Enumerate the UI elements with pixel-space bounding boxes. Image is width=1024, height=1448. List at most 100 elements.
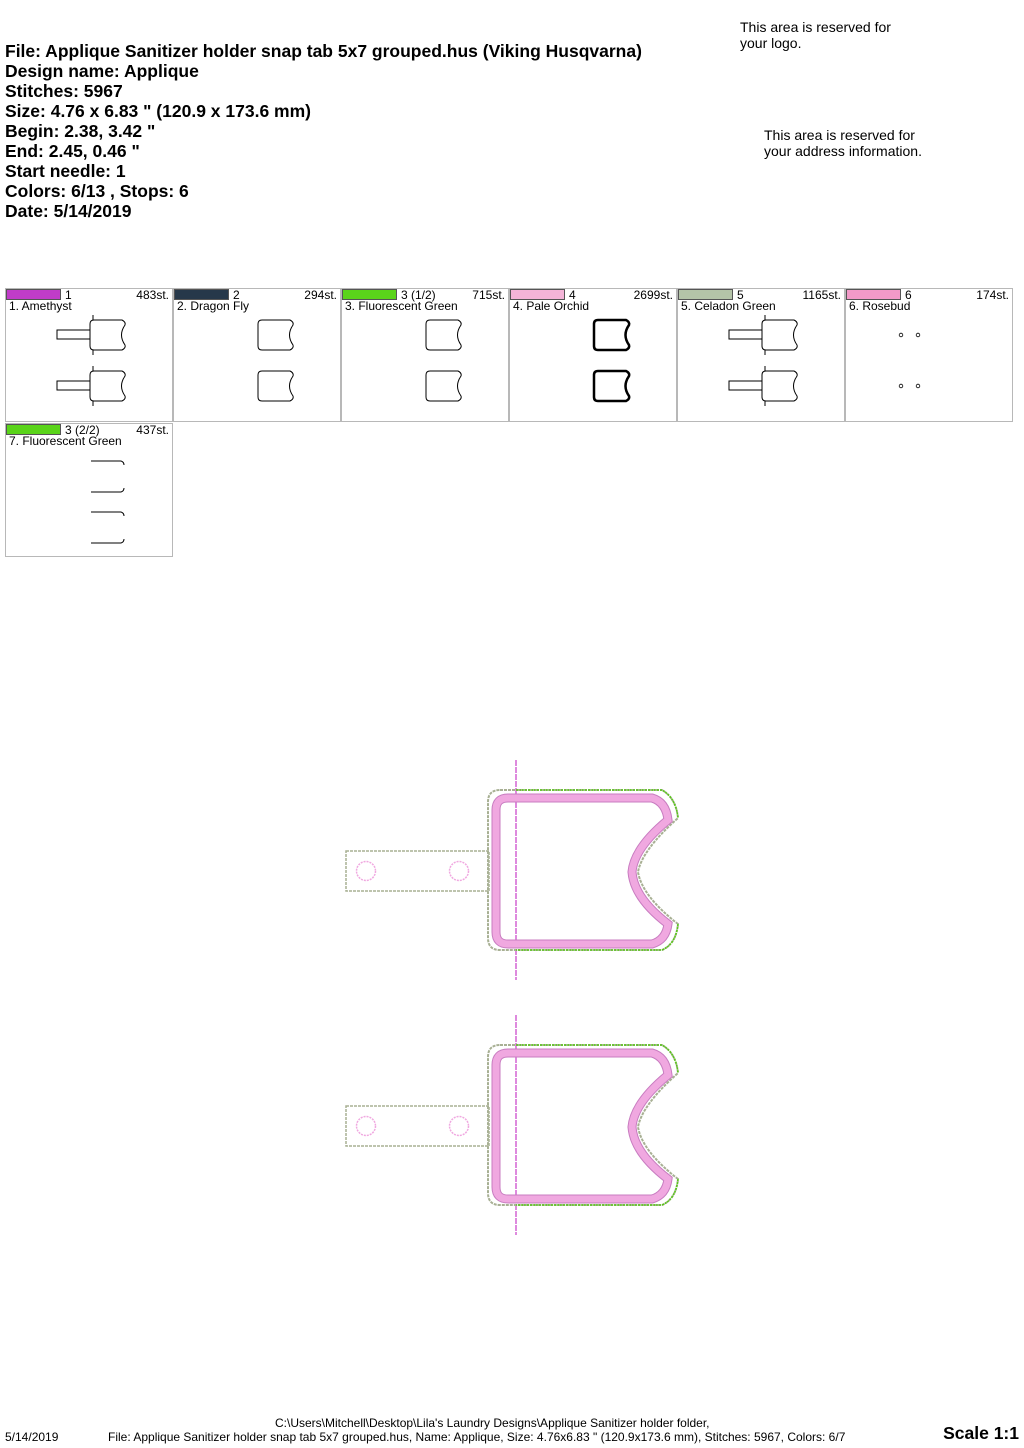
color-thumbnail xyxy=(56,315,126,406)
color-name: 5. Celadon Green xyxy=(681,299,776,313)
thumb-edge-line xyxy=(91,487,125,493)
stitches-line: Stitches: 5967 xyxy=(5,81,123,101)
footer-path: C:\Users\Mitchell\Desktop\Lila's Laundry… xyxy=(275,1416,710,1430)
color-number: 3 (1/2) xyxy=(401,288,436,302)
color-number: 2 xyxy=(233,288,240,302)
outer-outline xyxy=(487,1044,680,1206)
thumb-edge-line xyxy=(91,511,125,517)
sanitizer-holder xyxy=(345,760,680,980)
color-thumbnail xyxy=(91,460,125,544)
color-number: 3 (2/2) xyxy=(65,423,100,437)
satin-border xyxy=(492,794,672,948)
snap-circle xyxy=(448,1115,470,1137)
color-name: 3. Fluorescent Green xyxy=(345,299,458,313)
thumb-tab-shape xyxy=(728,329,763,340)
thumb-pocket-shape xyxy=(89,370,126,402)
color-stitch-count: 1165st. xyxy=(802,288,841,302)
color-number: 1 xyxy=(65,288,72,302)
snap-circle xyxy=(448,860,470,882)
bottom-edge-stitch xyxy=(516,1178,679,1206)
color-stitch-count: 437st. xyxy=(136,423,169,437)
top-edge-stitch xyxy=(516,789,679,819)
begin-line: Begin: 2.38, 3.42 " xyxy=(5,121,156,141)
color-name: 6. Rosebud xyxy=(849,299,911,313)
color-swatch xyxy=(510,289,565,300)
thumb-pocket-shape xyxy=(257,370,294,402)
color-name: 1. Amethyst xyxy=(9,299,72,313)
thumb-snap-dot xyxy=(898,332,904,338)
address-note-line-1: This area is reserved for xyxy=(764,127,915,143)
address-note-line-2: your address information. xyxy=(764,143,922,159)
top-edge-stitch xyxy=(516,1044,679,1074)
color-swatch xyxy=(846,289,901,300)
satin-border-shadow xyxy=(491,1048,673,1204)
design-preview xyxy=(345,760,680,1235)
color-stitch-count: 294st. xyxy=(304,288,337,302)
colors-line: Colors: 6/13 , Stops: 6 xyxy=(5,181,189,201)
color-name: 4. Pale Orchid xyxy=(513,299,590,313)
thumb-pocket-shape xyxy=(89,319,126,351)
color-stitch-count: 2699st. xyxy=(633,288,673,302)
thumb-pocket-shape xyxy=(425,370,462,402)
start-needle-line: Start needle: 1 xyxy=(5,161,126,181)
date-line: Date: 5/14/2019 xyxy=(5,201,132,221)
thumb-snap-dot xyxy=(915,332,921,338)
color-thumbnail xyxy=(425,319,462,402)
color-swatch xyxy=(6,424,61,435)
design-info: File: Applique Sanitizer holder snap tab… xyxy=(5,41,642,221)
logo-note-line-2: your logo. xyxy=(740,35,802,51)
color-cell: 6 174st. 6. Rosebud xyxy=(845,288,1013,422)
color-number: 5 xyxy=(737,288,744,302)
color-thumbnail xyxy=(592,318,631,403)
color-swatch xyxy=(174,289,229,300)
address-note: This area is reserved for your address i… xyxy=(764,127,922,159)
thumb-pocket-shape xyxy=(761,370,798,402)
color-thumbnail xyxy=(257,319,294,402)
logo-note-line-1: This area is reserved for xyxy=(740,19,891,35)
snap-tab xyxy=(345,1105,490,1147)
color-swatch xyxy=(678,289,733,300)
scale-label: Scale 1:1 xyxy=(943,1423,1019,1443)
color-number: 4 xyxy=(569,288,576,302)
satin-border-shadow xyxy=(491,793,673,949)
color-number: 6 xyxy=(905,288,912,302)
thumb-pocket-shape xyxy=(592,318,631,352)
size-line: Size: 4.76 x 6.83 " (120.9 x 173.6 mm) xyxy=(5,101,311,121)
footer-summary: File: Applique Sanitizer holder snap tab… xyxy=(108,1430,846,1444)
sanitizer-holder xyxy=(345,1015,680,1235)
thumb-pocket-shape xyxy=(425,319,462,351)
thumb-tab-shape xyxy=(56,380,91,391)
thumb-snap-dot xyxy=(915,383,921,389)
color-thumbnail xyxy=(728,315,798,406)
thumb-edge-line xyxy=(91,460,125,466)
color-cell: 5 1165st. 5. Celadon Green xyxy=(677,288,845,422)
snap-circle xyxy=(355,860,377,882)
thumb-snap-dot xyxy=(898,383,904,389)
file-line: File: Applique Sanitizer holder snap tab… xyxy=(5,41,642,61)
color-cell: 2 294st. 2. Dragon Fly xyxy=(173,288,341,422)
color-thumbnail xyxy=(898,332,921,389)
thumb-tab-shape xyxy=(56,329,91,340)
thumb-pocket-shape xyxy=(761,319,798,351)
end-line: End: 2.45, 0.46 " xyxy=(5,141,140,161)
thumb-pocket-shape xyxy=(592,369,631,403)
bottom-edge-stitch xyxy=(516,923,679,951)
color-stitch-count: 174st. xyxy=(976,288,1009,302)
thumb-edge-line xyxy=(91,538,125,544)
satin-border xyxy=(492,1049,672,1203)
design-name-line: Design name: Applique xyxy=(5,61,199,81)
color-name: 2. Dragon Fly xyxy=(177,299,250,313)
footer-date: 5/14/2019 xyxy=(5,1430,59,1444)
logo-note: This area is reserved for your logo. xyxy=(740,19,891,51)
snap-tab xyxy=(345,850,490,892)
color-cell: 4 2699st. 4. Pale Orchid xyxy=(509,288,677,422)
color-name: 7. Fluorescent Green xyxy=(9,434,122,448)
color-cell: 1 483st. 1. Amethyst xyxy=(5,288,173,422)
color-swatch xyxy=(342,289,397,300)
color-cell: 3 (2/2) 437st. 7. Fluorescent Green xyxy=(5,423,173,557)
thumb-pocket-shape xyxy=(257,319,294,351)
color-stitch-count: 715st. xyxy=(472,288,505,302)
color-cell: 3 (1/2) 715st. 3. Fluorescent Green xyxy=(341,288,509,422)
snap-circle xyxy=(355,1115,377,1137)
color-stitch-count: 483st. xyxy=(136,288,169,302)
